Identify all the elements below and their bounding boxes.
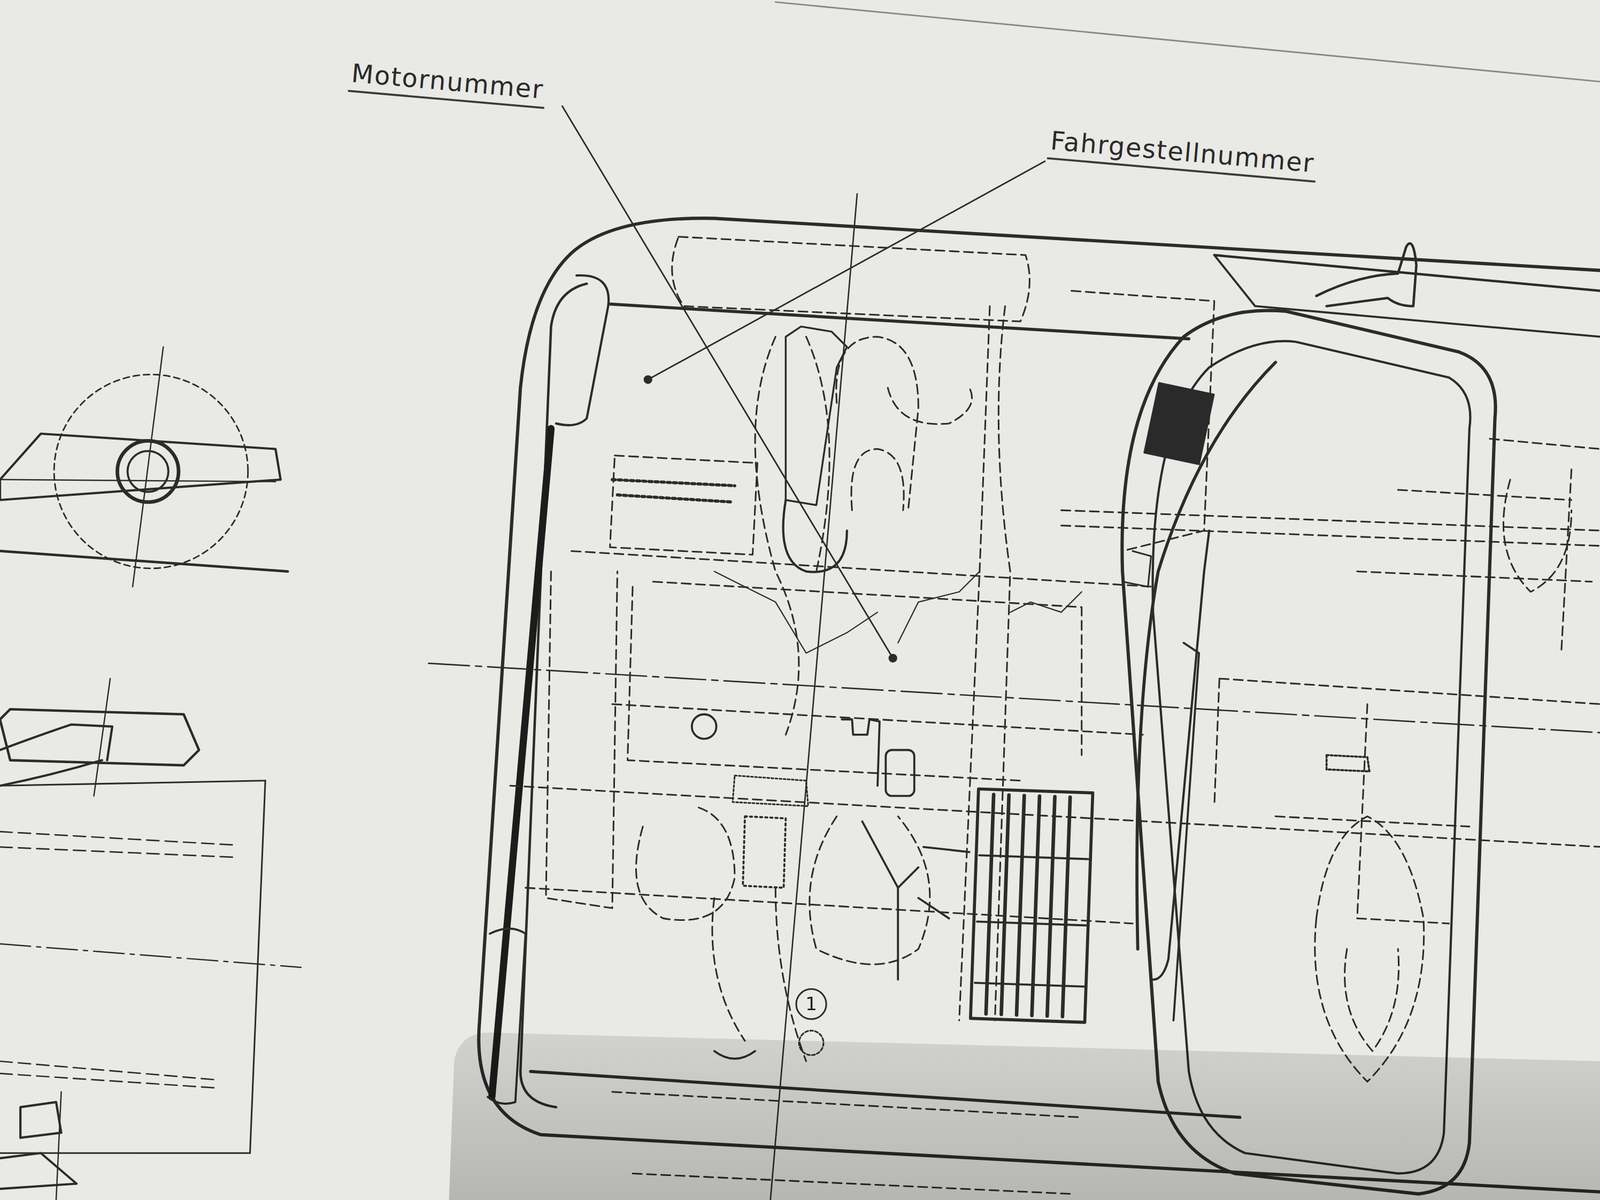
detail-views xyxy=(0,347,302,1200)
leader-lines xyxy=(562,105,1045,662)
grille xyxy=(970,788,1094,1023)
part-label: Fahrgestellnummer xyxy=(1047,126,1318,183)
center-lines xyxy=(428,194,1600,1200)
callout-number: 1 xyxy=(805,994,818,1013)
engine-parts xyxy=(612,326,1370,1059)
callout-circle: 1 xyxy=(794,987,828,1021)
part-label: Motornummer xyxy=(348,59,548,109)
photo-shadow xyxy=(449,1032,1600,1200)
